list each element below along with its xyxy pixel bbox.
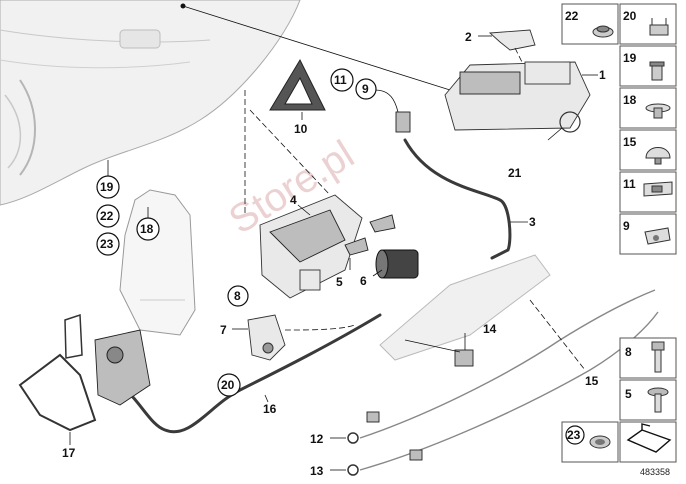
tailgate-body [0, 0, 301, 206]
panel-label-9: 9 [623, 219, 630, 233]
part-3-cable [403, 138, 512, 260]
callout-17: 17 [62, 446, 76, 460]
callout-16: 16 [263, 402, 277, 416]
plug-cap-icon [644, 227, 671, 245]
part-17-motor-bracket [18, 313, 151, 445]
expanding-rivet-icon [645, 103, 671, 119]
panel-label-11: 11 [623, 177, 636, 191]
panel-label-18: 18 [623, 93, 637, 107]
callout-22: 22 [100, 209, 114, 223]
bracket-clip-icon [643, 181, 673, 197]
callout-7: 7 [220, 323, 227, 337]
callout-1: 1 [599, 68, 606, 82]
callout-11: 11 [334, 73, 347, 87]
part-4-lock-assembly [244, 90, 396, 299]
callout-20: 20 [221, 378, 235, 392]
callout-14: 14 [483, 322, 497, 336]
part-5-screw [344, 237, 369, 270]
part-12-cable-end [330, 411, 380, 444]
callout-4: 4 [290, 193, 297, 207]
part-18-reservoir [119, 189, 196, 336]
panel-label-8: 8 [625, 345, 632, 359]
callout-15: 15 [585, 374, 599, 388]
small-parts-panel: 22 20 19 18 15 11 9 8 5 23 [561, 3, 677, 463]
callout-21: 21 [508, 166, 522, 180]
panel-label-19: 19 [623, 51, 637, 65]
panel-label-22: 22 [565, 9, 579, 23]
part-15-bowden-cable-a [359, 289, 656, 439]
wrench-symbol-icon [626, 423, 672, 453]
part-16-cable [118, 313, 382, 434]
callout-23: 23 [100, 237, 114, 251]
part-6-actuator [372, 249, 419, 279]
grommet-icon [592, 25, 614, 38]
callout-2: 2 [465, 30, 472, 44]
clip-icon [649, 18, 669, 36]
part-10-pad [269, 58, 326, 120]
part-13-cable-end [330, 449, 423, 476]
part-14-release-unit [379, 254, 551, 367]
callout-13: 13 [310, 464, 324, 478]
cable-grommet-icon [589, 435, 611, 449]
panel-label-20: 20 [623, 9, 637, 23]
push-button-cap-icon [645, 147, 671, 165]
flange-screw-icon [647, 387, 669, 413]
panel-label-15: 15 [623, 135, 637, 149]
callout-10: 10 [294, 122, 308, 136]
callout-3: 3 [529, 215, 536, 229]
spreader-nut-icon [649, 61, 665, 81]
part-1-tailgate-switch [444, 61, 598, 131]
callout-6: 6 [360, 274, 367, 288]
part-7-handle-bracket [232, 314, 356, 361]
callout-12: 12 [310, 432, 324, 446]
hex-bolt-icon [651, 341, 665, 373]
callout-18: 18 [140, 222, 154, 236]
callout-9: 9 [362, 82, 369, 96]
callout-19: 19 [100, 180, 114, 194]
diagram-number: 483358 [640, 467, 671, 477]
panel-label-5: 5 [625, 387, 632, 401]
part-2-bracket [478, 29, 536, 63]
callout-5: 5 [336, 275, 343, 289]
callout-8: 8 [234, 289, 241, 303]
callouts: 1 2 3 4 5 6 7 10 12 13 14 15 16 17 21 11… [62, 30, 606, 478]
part-9-connector [374, 89, 581, 141]
panel-label-23: 23 [567, 428, 581, 442]
